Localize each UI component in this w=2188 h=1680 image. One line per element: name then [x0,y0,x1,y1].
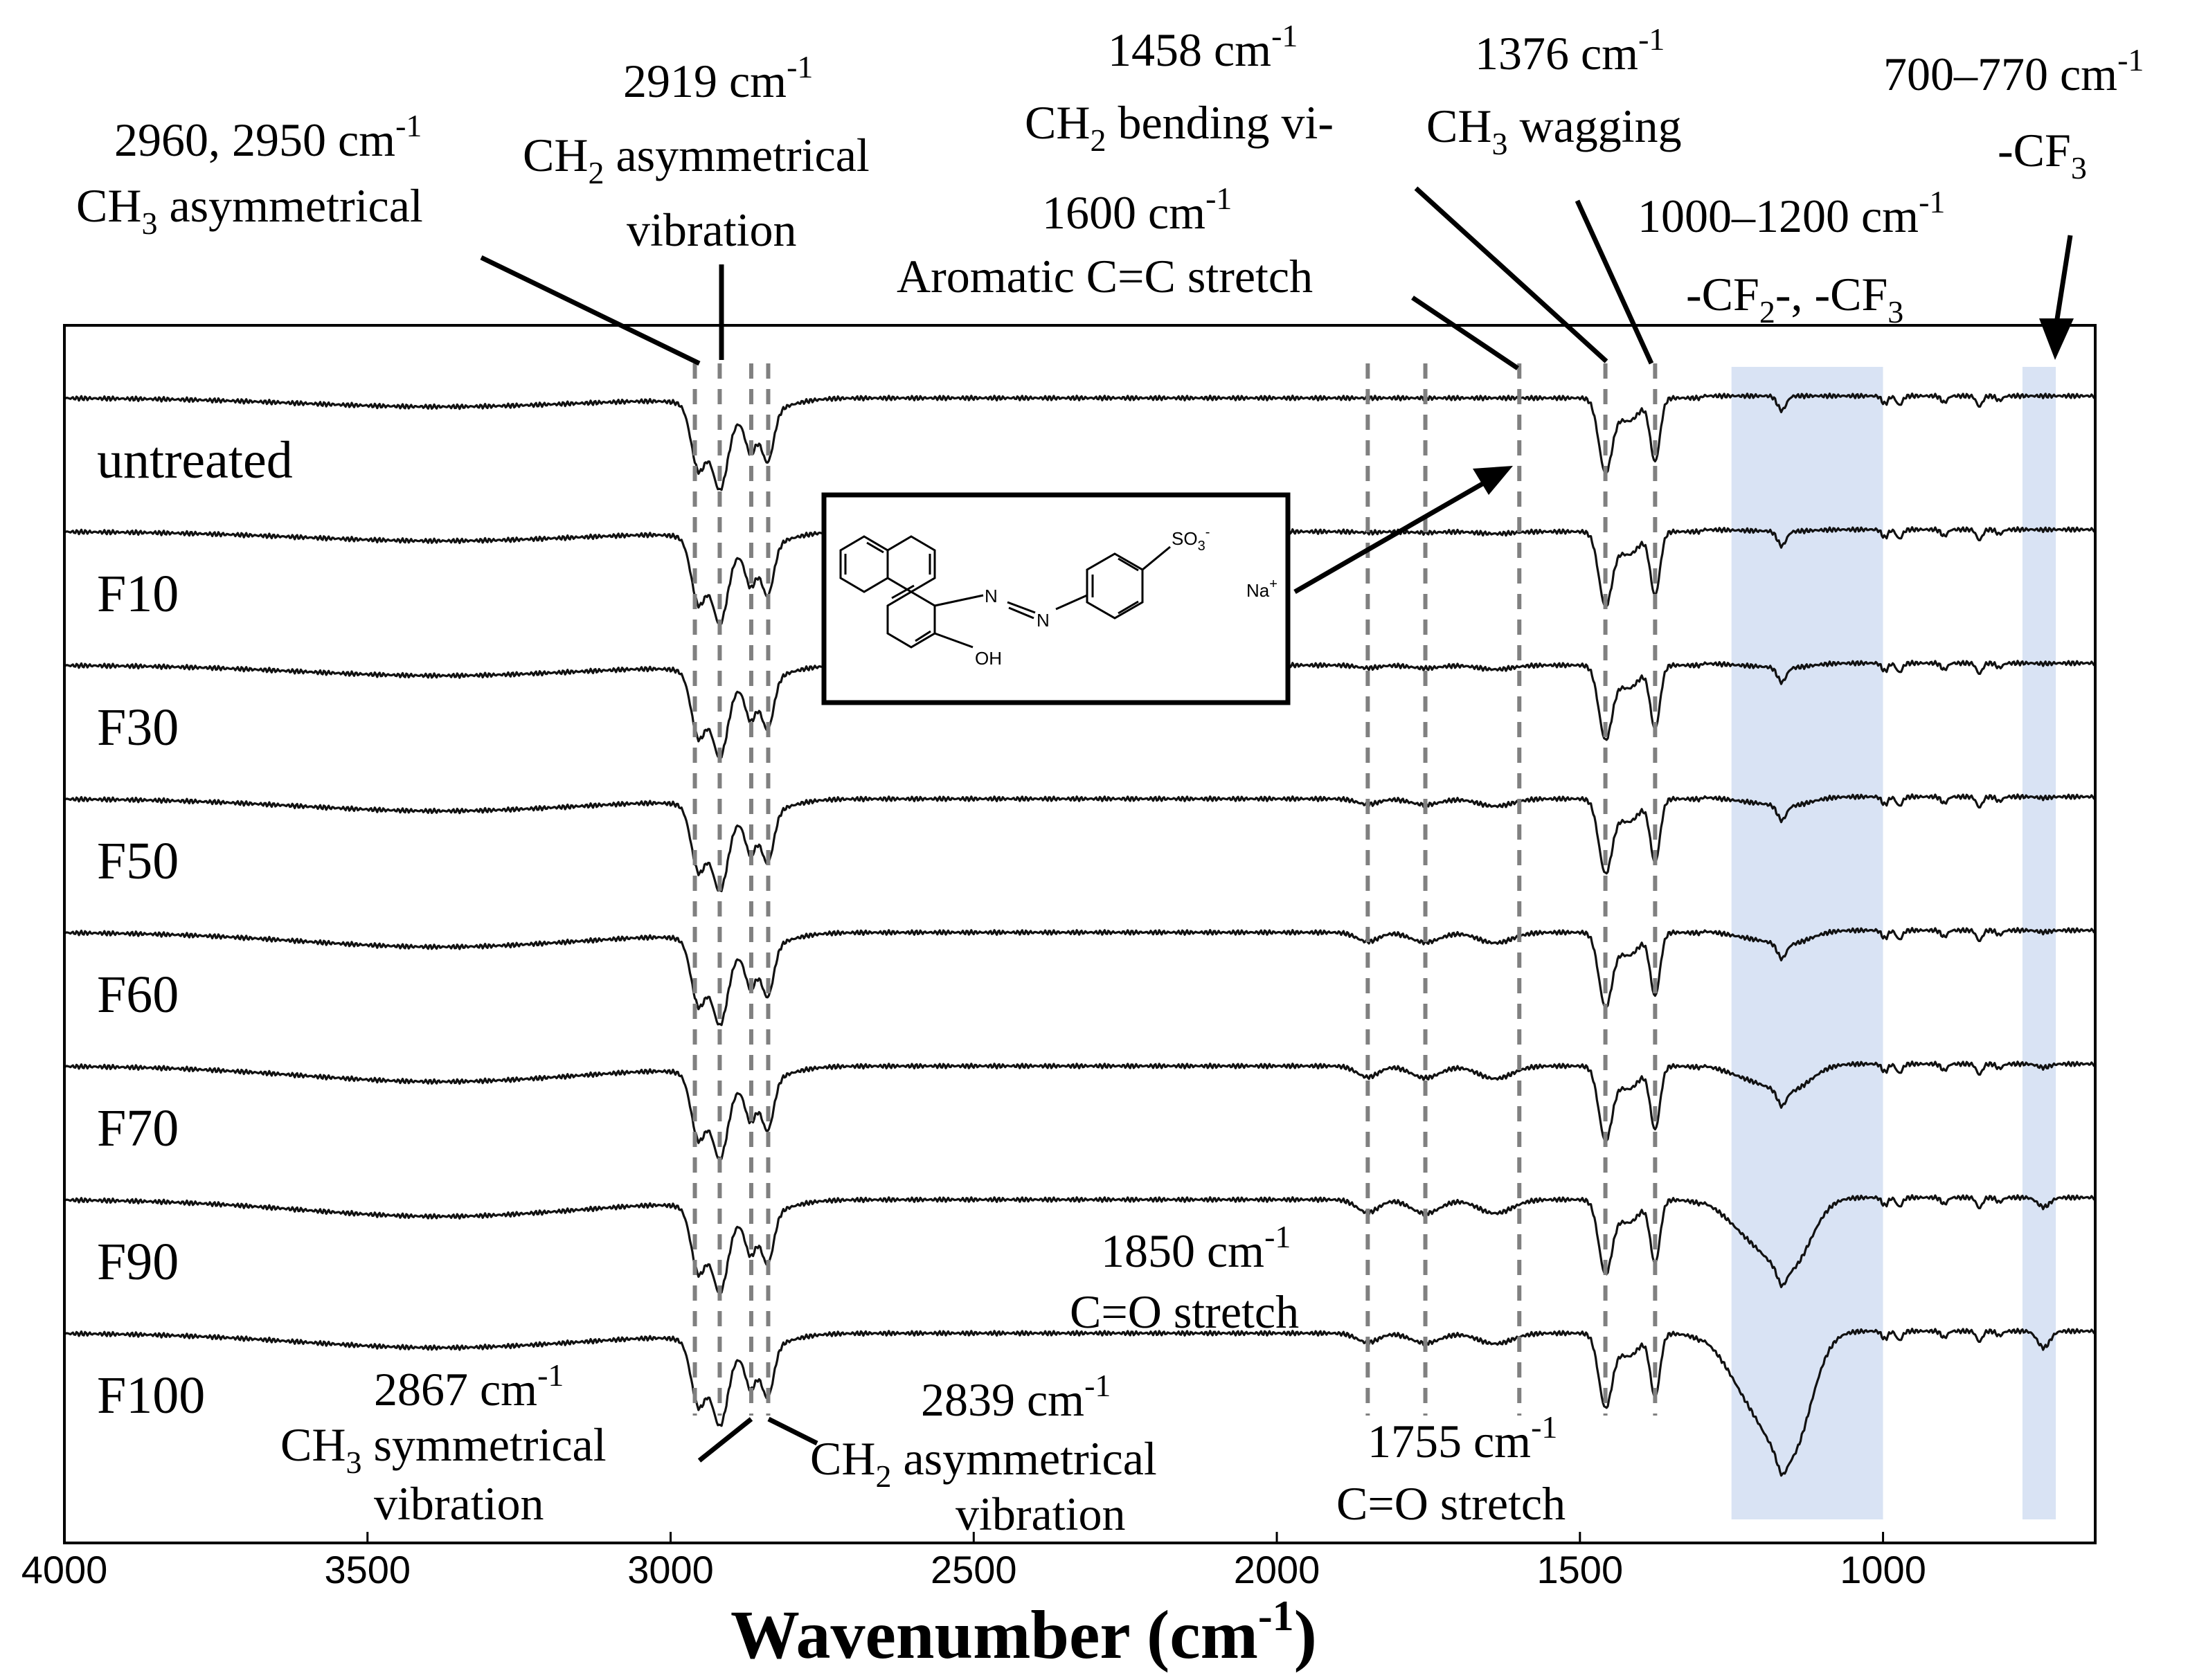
inset-box [821,492,1291,705]
sample-label-f50: F50 [97,832,179,890]
shaded-region-0 [1731,367,1883,1519]
x-axis-ticks: 4000 3500 3000 2500 2000 1500 1000 [21,1532,1926,1591]
annotation-1376-value: 1376 cm-1 [1475,21,1665,80]
structure-drawing [839,535,1171,649]
marker-lines [692,363,1658,1416]
inset-structure: N N OH SO3- Na+ [821,492,1291,705]
annotation-1850-value: 1850 cm-1 [1101,1219,1291,1277]
annotation-1376-desc: CH3 wagging [1426,100,1682,161]
annotation-1000-desc: -CF2-, -CF3 [1686,268,1903,329]
leader-700 [2052,235,2073,333]
structure-n1: N [985,586,998,606]
x-tick-label-4000: 4000 [21,1548,108,1591]
x-axis-title: Wavenumber (cm-1) [730,1593,1317,1673]
leader-1600 [1411,296,1519,370]
leader-1376 [1575,199,1654,365]
spectrum-f50 [64,793,2097,892]
x-tick-label-1000: 1000 [1840,1548,1926,1591]
annotation-2867-value: 2867 cm-1 [374,1357,564,1416]
annotation-2919-desc: CH2 asymmetrical [523,129,870,190]
structure-oh: OH [975,648,1002,669]
leader-1458 [1414,186,1608,363]
annotation-2960-value: 2960, 2950 cm-1 [114,108,422,166]
structure-na: Na+ [1246,577,1277,601]
shaded-region-1 [2022,367,2056,1519]
annotation-leaders [480,186,2074,1463]
spectrum-f70 [63,1060,2097,1160]
sample-label-f60: F60 [97,966,179,1024]
leader-2839 [767,1416,818,1446]
spectrum-f60 [63,927,2097,1027]
plot-frame [63,324,2097,1544]
annotation-1600-desc: Aromatic C=C stretch [897,250,1313,302]
annotation-700-value: 700–770 cm-1 [1883,42,2144,100]
annotation-2919-line3: vibration [627,204,797,256]
annotation-1755-desc: C=O stretch [1336,1477,1566,1530]
annotation-2839-value: 2839 cm-1 [921,1368,1111,1426]
annotation-2960-desc: CH3 asymmetrical [76,179,423,241]
annotation-1850-desc: C=O stretch [1070,1285,1299,1338]
spectrum-f90 [63,1194,2097,1294]
annotation-2867-line3: vibration [374,1477,544,1530]
annotation-1000-value: 1000–1200 cm-1 [1638,184,1945,242]
shaded-regions [1731,367,2056,1519]
annotation-700-desc: -CF3 [1998,124,2087,186]
annotation-2839-desc: CH2 asymmetrical [810,1432,1157,1494]
sample-label-f30: F30 [97,698,179,757]
x-tick-label-3000: 3000 [627,1548,714,1591]
x-tick-label-2500: 2500 [931,1548,1017,1591]
leader-2960 [480,255,701,366]
x-tick-label-2000: 2000 [1234,1548,1320,1591]
spectrum-untreated [63,392,2097,491]
arrowhead-700 [2039,318,2074,360]
leader-inset [1293,473,1497,595]
annotation-1458-value: 1458 cm-1 [1108,18,1298,76]
annotation-1755-value: 1755 cm-1 [1368,1409,1557,1467]
annotation-1458-desc: CH2 bending vi- [1025,96,1334,158]
sample-label-f90: F90 [97,1233,179,1291]
annotation-2867-desc: CH3 symmetrical [280,1418,607,1480]
sample-label-untreated: untreated [97,431,293,489]
x-tick-label-1500: 1500 [1537,1548,1624,1591]
structure-n2: N [1037,610,1050,631]
spectrum-f100 [63,1328,2097,1477]
annotation-2839-line3: vibration [956,1488,1126,1540]
sample-label-f70: F70 [97,1099,179,1157]
structure-so3: SO3- [1172,525,1210,554]
sample-label-f100: F100 [97,1366,205,1425]
annotation-2919-value: 2919 cm-1 [623,49,813,107]
arrowhead-inset [1473,466,1513,495]
leader-2867 [697,1417,753,1463]
x-tick-label-3500: 3500 [324,1548,411,1591]
annotations: 2960, 2950 cm-1 CH3 asymmetrical 2919 cm… [76,18,2144,1540]
annotation-1600-value: 1600 cm-1 [1042,181,1232,239]
sample-label-f10: F10 [97,565,179,623]
